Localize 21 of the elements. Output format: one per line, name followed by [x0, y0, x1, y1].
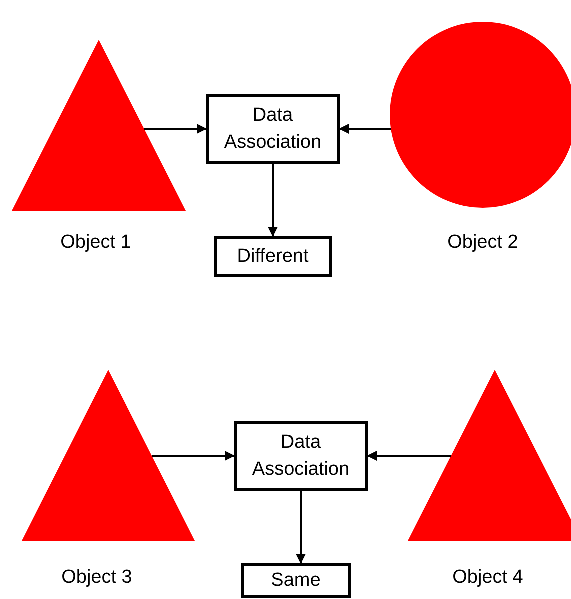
- box-text: Different: [237, 245, 309, 269]
- triangle-shape: [22, 370, 195, 541]
- arrow: [367, 451, 452, 461]
- arrow: [296, 491, 306, 564]
- object-label: Object 3: [62, 566, 132, 590]
- object-label: Object 1: [60, 230, 132, 255]
- process-box: [206, 94, 340, 164]
- process-box: [214, 236, 332, 277]
- box-text: Data Association: [251, 431, 351, 482]
- process-box: [241, 563, 351, 598]
- process-box: [234, 421, 368, 491]
- arrow: [268, 164, 278, 237]
- object-label: Object 2: [448, 230, 518, 255]
- box-text: Same: [271, 569, 321, 593]
- triangle-shape: [12, 40, 186, 211]
- box-text: Data Association: [223, 104, 323, 155]
- triangle-shape: [408, 370, 571, 541]
- object-label: Object 4: [452, 566, 524, 590]
- arrow: [144, 124, 207, 134]
- arrow: [339, 124, 392, 134]
- arrow: [152, 451, 235, 461]
